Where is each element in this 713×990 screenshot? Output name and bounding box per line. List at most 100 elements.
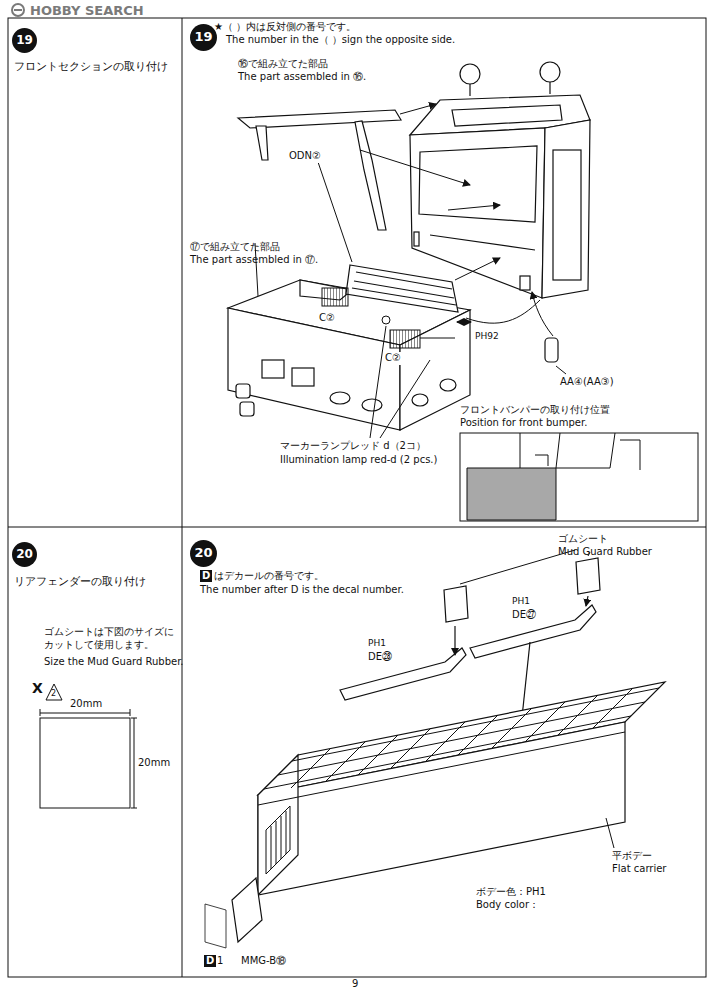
illustration-line: [322, 288, 420, 348]
illustration-line: [12, 4, 24, 16]
illustration-line: [330, 392, 350, 404]
step-number-circle: 19: [12, 28, 37, 53]
illustration-line: [46, 684, 62, 700]
decal-number: DE㉘: [368, 651, 392, 664]
illustration-line: [40, 684, 137, 808]
illustration-line: [455, 258, 500, 280]
paint-code: PH1: [512, 596, 530, 607]
part-number: AA④(AA③): [560, 376, 614, 389]
paint-note: Body color：: [476, 899, 539, 912]
part-number: C②: [318, 312, 336, 325]
illustration-line: [469, 84, 470, 96]
part-number: MMG-B⑱: [240, 955, 287, 968]
illustration-line: [258, 755, 298, 895]
step-number-circle: 20: [12, 542, 37, 567]
illustration-line: [460, 64, 480, 84]
page-number: 9: [352, 978, 358, 990]
part-note: ゴムシート: [558, 533, 608, 546]
illustration-line: [292, 688, 659, 761]
illustration-line: [182, 18, 183, 977]
illustration-line: [460, 433, 698, 521]
illustration-line: [266, 806, 290, 874]
illustration-line: [238, 110, 401, 230]
illustration-line: [134, 718, 135, 808]
illustration-line: [281, 816, 282, 859]
illustration-line: [620, 440, 640, 470]
part-note: ⑰で組み立てた部品: [190, 241, 280, 254]
illustration-line: [232, 878, 262, 942]
illustration-line: [40, 718, 130, 808]
illustration-line: [236, 384, 250, 398]
part-note: Flat carrier: [612, 863, 666, 876]
illustration-line: [535, 455, 548, 466]
illustration-line: [358, 735, 398, 775]
illustration-line: [258, 682, 665, 895]
illustration-line: [12, 4, 24, 16]
illustration-line: [556, 366, 566, 374]
inset-box: フロントバンパーの取り付け位置Position for front bumper…: [460, 404, 698, 429]
illustration-line: [8, 18, 706, 977]
cut-mark-number: 2: [51, 689, 56, 699]
decal-number: DE㉗: [512, 609, 536, 622]
illustration-line: [467, 468, 556, 520]
step-number-circle: 20: [190, 540, 217, 567]
illustration-line: [419, 146, 537, 222]
decal-mark: D: [200, 570, 212, 582]
illustration-line: [8, 527, 706, 528]
illustration-line: [346, 265, 458, 312]
illustration-line: [340, 558, 600, 700]
illustration-line: [355, 121, 386, 230]
illustration-line: [430, 235, 535, 250]
illustration-line: [292, 368, 314, 386]
illustration-line: [606, 818, 614, 848]
part-number: ODN②: [288, 150, 322, 163]
paint-code: PH1: [368, 638, 386, 649]
part-note: Illumination lamp red-d (2 pcs.): [280, 454, 437, 467]
illustration-line: [492, 708, 532, 748]
illustration-line: [354, 281, 454, 298]
illustration-line: [520, 276, 530, 290]
illustration-line: [592, 689, 632, 729]
illustration-line: [271, 826, 272, 869]
illustration-line: [532, 292, 553, 336]
illustration-line: [412, 394, 428, 406]
dimension: 20mm: [138, 757, 170, 770]
note: ゴムシートは下図のサイズに カットして使用します。: [44, 626, 180, 651]
part-note: The part assembled in ⑰.: [190, 254, 318, 267]
illustration-line: [262, 360, 284, 378]
illustration-line: [40, 709, 41, 716]
illustration-line: [380, 360, 430, 438]
illustration-line: [466, 300, 540, 323]
inset-heading: Position for front bumper.: [460, 417, 698, 430]
illustration-line: [545, 338, 558, 362]
illustration-line: [258, 688, 659, 874]
illustration-line: [360, 150, 470, 185]
part-note: 平ボデー: [612, 850, 652, 863]
step-number: 19: [16, 33, 33, 48]
illustration-line: [14, 9, 22, 11]
illustration-line: [525, 702, 565, 742]
illustration-line: [286, 811, 287, 854]
decal-number: 1: [217, 955, 223, 968]
illustration-line: [458, 715, 498, 755]
illustration-line: [520, 433, 521, 468]
illustration-line: [370, 326, 386, 438]
step-number: 19: [194, 29, 212, 45]
illustration-line: [346, 265, 458, 312]
watermark: HOBBY SEARCH: [30, 3, 144, 19]
illustration-line: [238, 110, 401, 128]
illustration-line: [448, 205, 500, 210]
illustration-line: [205, 878, 262, 948]
illustration-line: [556, 433, 615, 468]
illustration-line: [40, 713, 130, 714]
decal-mark: D: [204, 955, 216, 967]
note: Size the Mud Guard Rubber.: [44, 656, 184, 669]
illustration-line: [352, 288, 456, 305]
part-number: C②: [384, 352, 402, 365]
illustration-line: [420, 338, 455, 339]
illustration-line: [440, 379, 456, 391]
illustration-line: [318, 162, 352, 262]
inset-heading: フロントバンパーの取り付け位置: [460, 404, 698, 417]
part-note: ⑯で組み立てた部品: [238, 58, 328, 71]
